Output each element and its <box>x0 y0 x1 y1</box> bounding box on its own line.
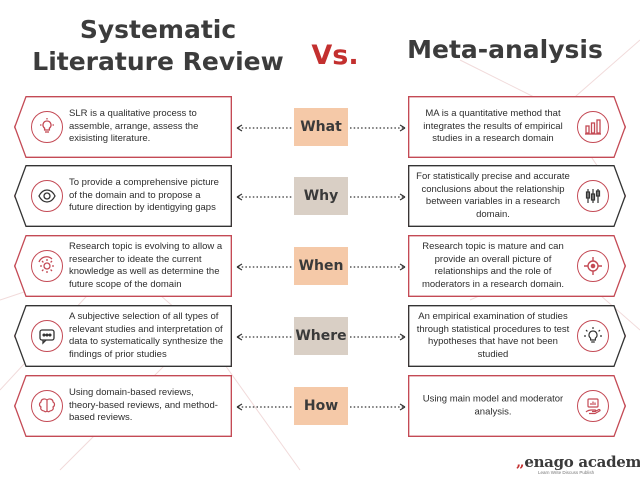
ma-how-card: Using main model and moderator analysis. <box>408 375 626 437</box>
slr-how-text: Using domain-based reviews, theory-based… <box>69 387 218 424</box>
why-left-connector <box>236 193 292 201</box>
lightbulb-icon <box>31 111 63 143</box>
what-left-connector <box>236 124 292 132</box>
slr-when-card: Research topic is evolving to allow a re… <box>14 235 232 297</box>
meta-analysis-title: Meta-analysis <box>407 35 603 64</box>
eye-icon <box>31 180 63 212</box>
enago-academy-logo: „enago academy Learn Write Discuss Publi… <box>516 453 640 477</box>
how-left-connector <box>236 403 292 411</box>
hand-chart-icon <box>577 390 609 422</box>
ma-why-card: For statistically precise and accurate c… <box>408 165 626 227</box>
ma-how-text: Using main model and moderator analysis. <box>422 393 564 417</box>
where-left-connector <box>236 333 292 341</box>
logo-name: enago academy <box>524 453 640 471</box>
logo-mark: „ <box>516 453 525 471</box>
slr-when-text: Research topic is evolving to allow a re… <box>69 240 223 290</box>
slr-title: Systematic Literature Review <box>32 15 284 76</box>
how-right-connector <box>350 403 406 411</box>
ma-when-text: Research topic is mature and can provide… <box>421 240 565 290</box>
logo-tagline: Learn Write Discuss Publish <box>538 470 595 475</box>
slr-where-card: A subjective selection of all types of r… <box>14 305 232 367</box>
slr-how-card: Using domain-based reviews, theory-based… <box>14 375 232 437</box>
when-label: When <box>294 247 348 285</box>
target-icon <box>577 250 609 282</box>
when-right-connector <box>350 263 406 271</box>
slr-why-card: To provide a comprehensive picture of th… <box>14 165 232 227</box>
slr-why-text: To provide a comprehensive picture of th… <box>69 177 219 214</box>
where-label: Where <box>294 317 348 355</box>
where-right-connector <box>350 333 406 341</box>
what-label: What <box>294 108 348 146</box>
vs-label: Vs. <box>311 40 359 71</box>
slr-what-text: SLR is a qualitative process to assemble… <box>69 108 199 145</box>
bar-chart-icon <box>577 111 609 143</box>
when-left-connector <box>236 263 292 271</box>
ma-why-text: For statistically precise and accurate c… <box>416 170 570 220</box>
gear-cycle-icon <box>31 250 63 282</box>
ma-when-card: Research topic is mature and can provide… <box>408 235 626 297</box>
how-label: How <box>294 387 348 425</box>
candlestick-icon <box>577 180 609 212</box>
idea-bulb-icon <box>577 320 609 352</box>
ma-where-card: An empirical examination of studies thro… <box>408 305 626 367</box>
why-label: Why <box>294 177 348 215</box>
chat-bubble-icon <box>31 320 63 352</box>
what-right-connector <box>350 124 406 132</box>
ma-where-text: An empirical examination of studies thro… <box>416 310 570 360</box>
brain-icon <box>31 390 63 422</box>
ma-what-text: MA is a quantitative method that integra… <box>423 108 563 145</box>
slr-what-card: SLR is a qualitative process to assemble… <box>14 96 232 158</box>
slr-where-text: A subjective selection of all types of r… <box>69 310 224 360</box>
why-right-connector <box>350 193 406 201</box>
ma-what-card: MA is a quantitative method that integra… <box>408 96 626 158</box>
